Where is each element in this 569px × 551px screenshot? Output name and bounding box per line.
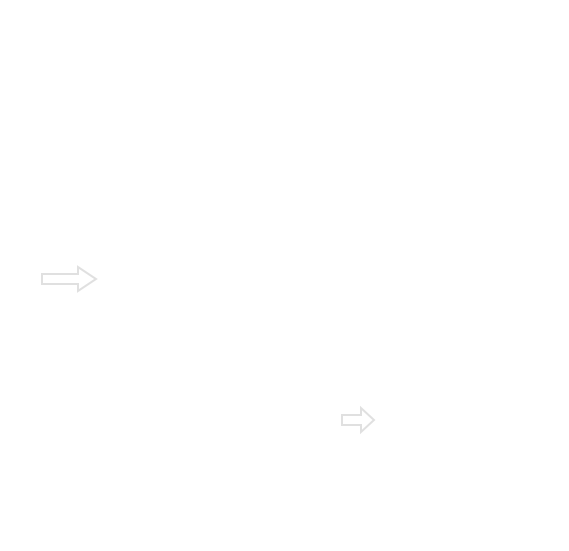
large-right-arrow-outline — [41, 265, 98, 293]
large-right-arrow-icon[interactable] — [41, 265, 98, 295]
small-right-arrow-icon[interactable] — [341, 405, 376, 436]
small-right-arrow-outline — [341, 405, 376, 435]
